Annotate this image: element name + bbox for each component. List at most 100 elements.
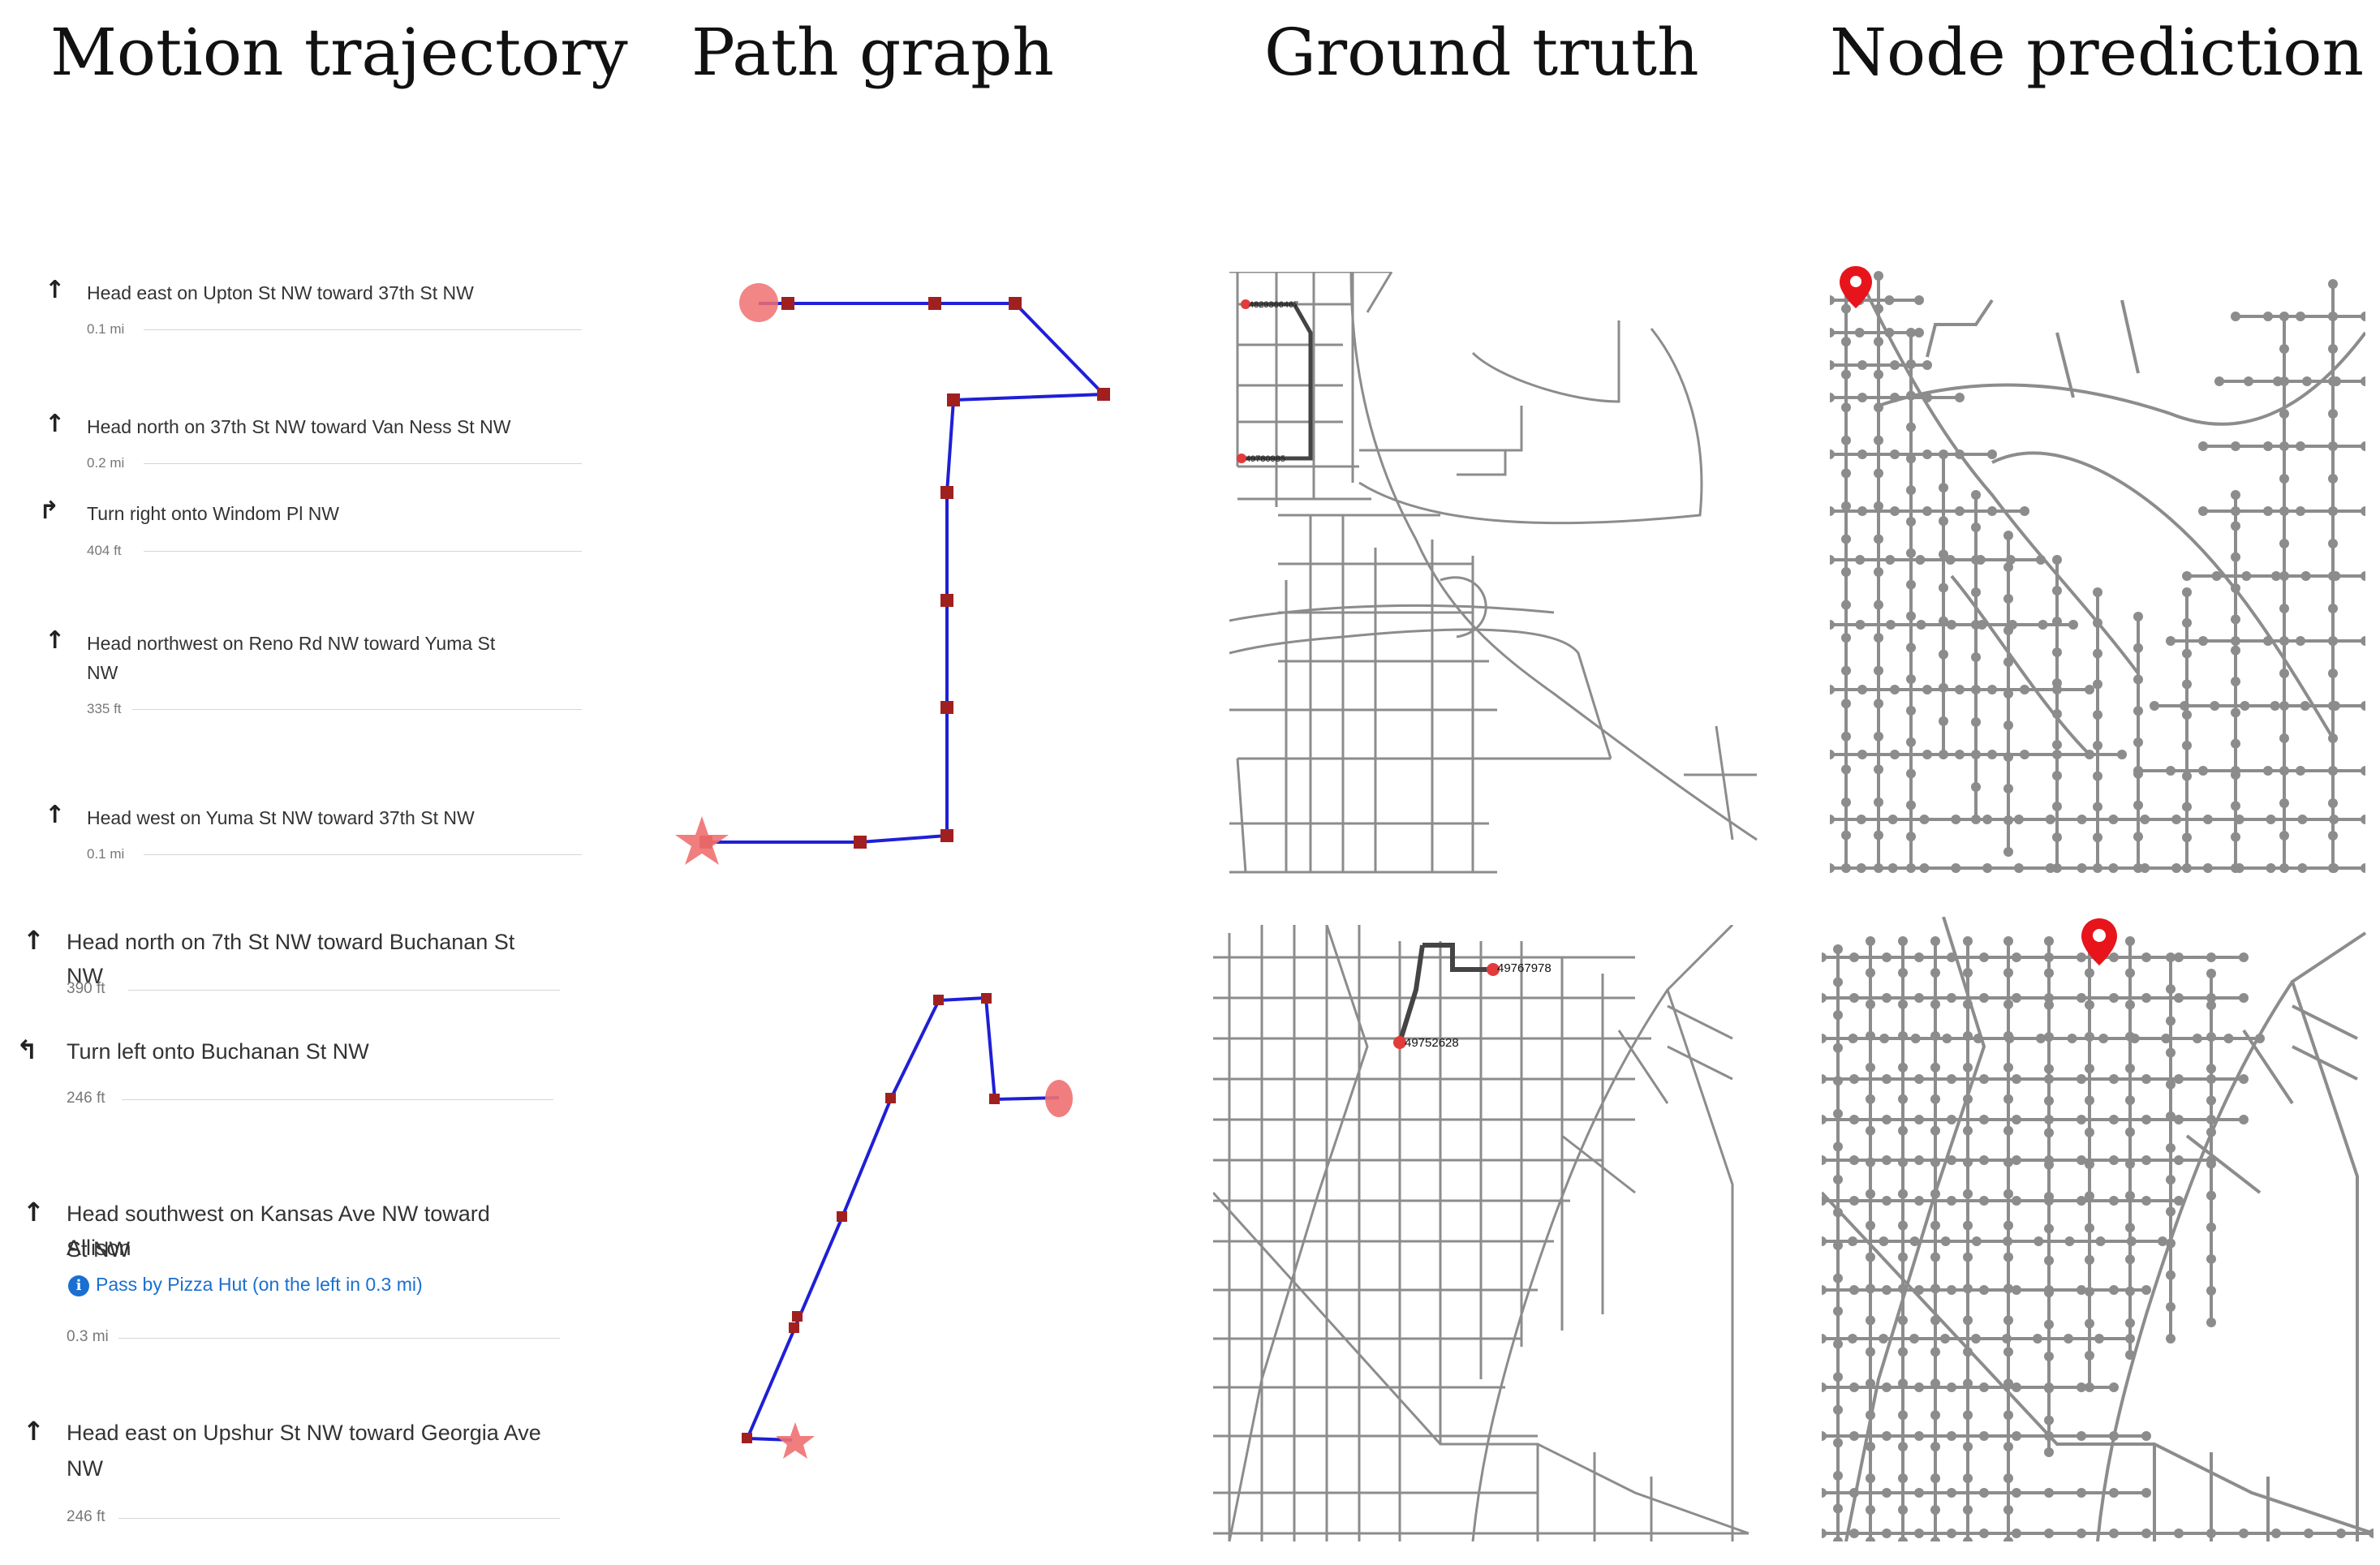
road-node [1857,506,1867,516]
road-node [1906,359,1916,369]
arrow-up-icon: ↑ [45,276,66,304]
road-node [1898,1220,1908,1231]
road-node [1914,1155,1924,1165]
road-node [1866,1220,1875,1231]
road-node [1906,548,1916,558]
road-node [2012,1382,2021,1392]
road-node [2133,612,2143,621]
road-node [2133,766,2143,776]
predicted-nodes [1822,936,2374,1541]
road-node [2271,571,2281,581]
road-node [1906,768,1916,779]
route-step: ↑ Head north on 7th St NW toward Buchana… [23,925,560,998]
location-pin-icon [1840,266,1872,308]
road-network-bottom: 49767978 49752628 [1213,925,1749,1541]
road-node [2036,555,2046,565]
road-node [2094,1334,2104,1344]
road-node [1833,944,1843,954]
road-node [2008,620,2017,630]
road-network-top: 4829366467 49780985 [1229,272,1758,874]
road-node [2296,766,2305,776]
road-node [2234,815,2244,824]
road-node [1849,1285,1859,1295]
road-node [1841,534,1851,544]
road-node [2003,1062,2013,1073]
road-node [2044,1319,2054,1330]
road-node [1914,952,1924,962]
road-node [2077,952,2086,962]
road-node [1898,1030,1908,1041]
road-node [2180,701,2190,711]
road-node [1841,863,1851,873]
road-node [1874,731,1883,742]
divider [122,1099,553,1100]
road-node [1906,516,1916,527]
divider [144,551,582,552]
ground-truth-route [1397,943,1493,1043]
road-node [2085,1031,2094,1042]
road-node [1963,1252,1973,1262]
road-node [1882,952,1892,962]
road-node [1939,616,1948,626]
road-node [2166,984,2176,995]
road-node [1915,555,1926,565]
road-node [1822,1528,1827,1538]
road-node [1874,303,1883,314]
path-nodes [699,297,1110,849]
divider [118,1518,560,1519]
road-node [2166,1334,2176,1344]
road-node [2077,1155,2086,1165]
road-node [1906,328,1916,338]
road-node [1841,567,1851,577]
road-node [2044,1064,2054,1074]
ground-truth-map-top: 4829366467 49780985 [1229,272,1765,876]
path-node [940,701,953,714]
road-node [2085,1159,2094,1169]
step-text-continued: St NW [67,1237,130,1262]
road-node [2093,802,2102,812]
road-node [1898,1062,1908,1073]
road-node [2045,815,2055,824]
road-node [1866,1410,1875,1421]
road-node [2052,832,2062,842]
road-node [2133,674,2143,685]
road-node [1866,1473,1875,1484]
route-step: ↰ Turn left onto Buchanan St NW 246 ft [16,1034,553,1107]
path-line [706,302,1108,844]
ground-truth-map-bottom: 49767978 49752628 [1213,925,1773,1541]
road-node [2038,620,2048,630]
road-node [2239,993,2249,1003]
road-node [1922,506,1932,516]
road-node [2328,506,2338,516]
road-node [2044,1115,2054,1124]
road-node [1898,1442,1908,1452]
road-node [2171,863,2182,873]
road-node [2166,1238,2176,1249]
road-node [1906,800,1916,810]
road-node [2300,701,2310,711]
step-text: Head west on Yuma St NW toward 37th St N… [87,807,475,828]
road-node [2052,771,2062,780]
road-node [1914,1115,1924,1124]
road-node [1930,1220,1940,1231]
road-node [2052,586,2062,595]
road-node [1822,1488,1827,1498]
road-node [1898,967,1908,978]
road-node [2052,802,2062,811]
road-node [2133,800,2143,810]
step-text: Head southwest on Kansas Ave NW toward A… [67,1202,490,1260]
arrow-up-icon: ↑ [23,1416,45,1447]
road-node [2328,279,2338,289]
path-node [940,486,953,499]
road-node [2109,1285,2119,1295]
arrow-up-icon: ↑ [45,626,66,655]
road-node [2279,863,2289,873]
road-node [1987,506,1997,516]
road-node [1922,449,1932,459]
road-node [2239,1074,2249,1084]
road-node [1874,633,1883,643]
road-node [2214,376,2224,386]
road-node [1909,1236,1920,1246]
road-node [1979,1431,1989,1441]
